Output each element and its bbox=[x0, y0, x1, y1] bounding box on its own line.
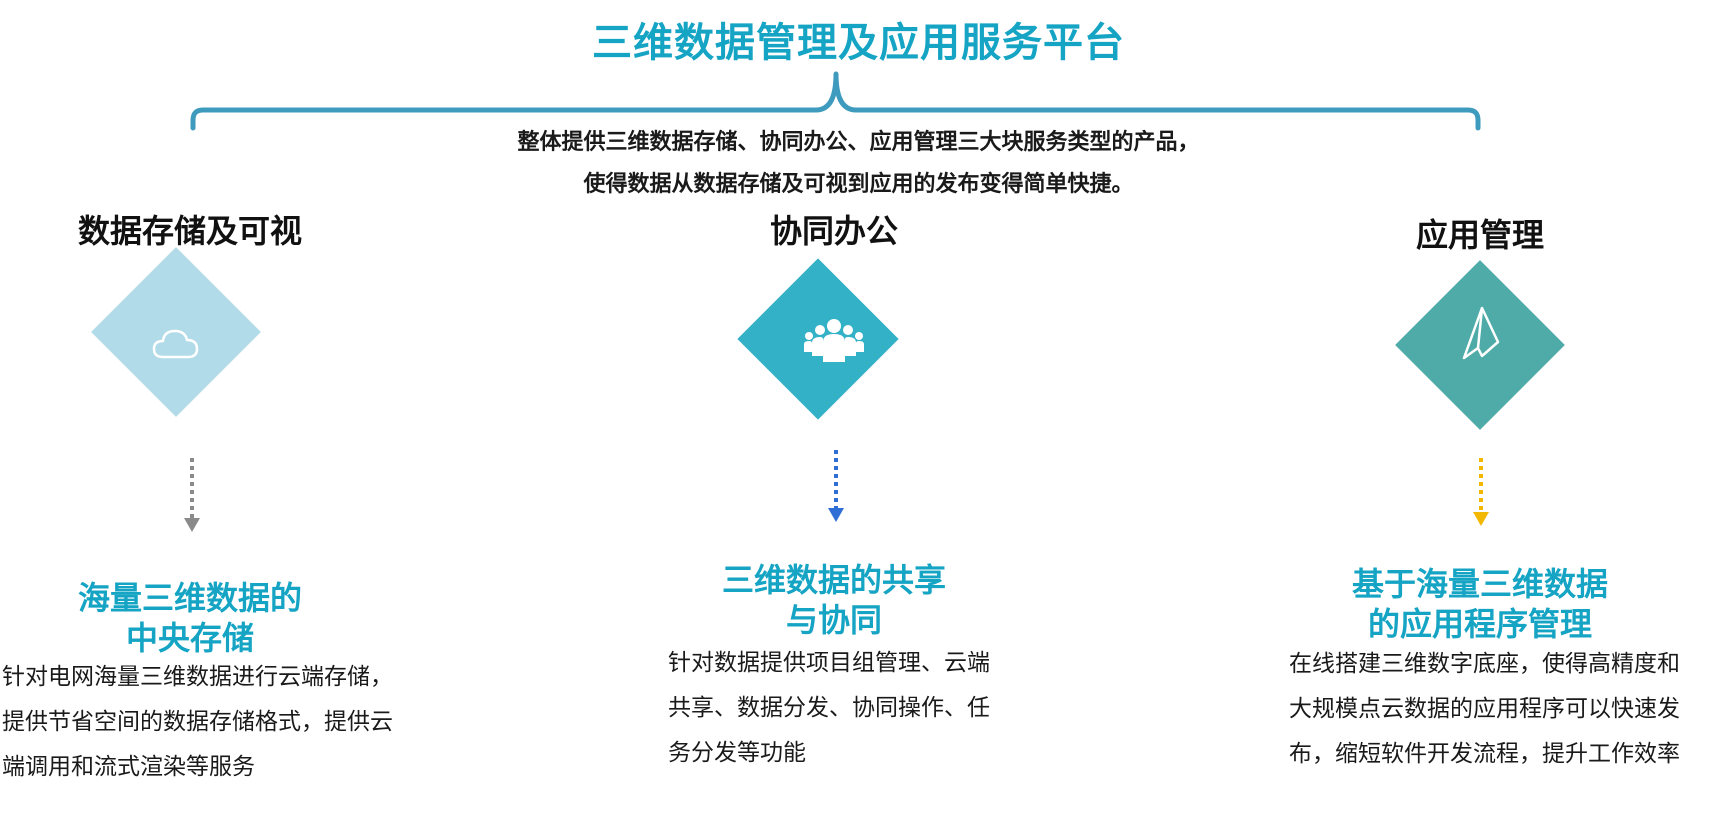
description-line: 共享、数据分发、协同操作、任 bbox=[668, 695, 990, 721]
feature-title-app-management-line1: 基于海量三维数据 bbox=[1351, 565, 1608, 603]
arrow-down-storage bbox=[184, 458, 200, 532]
description-line: 针对数据提供项目组管理、云端 bbox=[668, 650, 990, 676]
cloud-icon bbox=[146, 322, 206, 366]
description-line: 提供节省空间的数据存储格式，提供云 bbox=[2, 709, 393, 735]
feature-title-storage-line1: 海量三维数据的 bbox=[77, 579, 302, 617]
intro-line-2: 使得数据从数据存储及可视到应用的发布变得简单快捷。 bbox=[583, 172, 1134, 197]
description-line: 针对电网海量三维数据进行云端存储， bbox=[2, 664, 393, 690]
description-line: 在线搭建三维数字底座，使得高精度和 bbox=[1289, 651, 1680, 677]
description-line: 大规模点云数据的应用程序可以快速发 bbox=[1289, 696, 1680, 722]
arrow-down-collaboration bbox=[828, 450, 844, 522]
column-title-collaboration: 协同办公 bbox=[769, 212, 898, 250]
column-title-app-management: 应用管理 bbox=[1415, 216, 1544, 254]
arrow-down-app-management bbox=[1473, 458, 1489, 526]
description-line: 端调用和流式渲染等服务 bbox=[2, 754, 255, 780]
description-storage: 针对电网海量三维数据进行云端存储， 提供节省空间的数据存储格式，提供云 端调用和… bbox=[2, 655, 442, 790]
feature-title-collaboration-line2: 与协同 bbox=[785, 601, 882, 639]
description-line: 布，缩短软件开发流程，提升工作效率 bbox=[1289, 741, 1680, 767]
feature-title-collaboration-line1: 三维数据的共享 bbox=[721, 561, 946, 599]
column-title-storage: 数据存储及可视 bbox=[77, 212, 302, 250]
intro-line-1: 整体提供三维数据存储、协同办公、应用管理三大块服务类型的产品， bbox=[517, 130, 1200, 155]
description-collaboration: 针对数据提供项目组管理、云端 共享、数据分发、协同操作、任 务分发等功能 bbox=[668, 641, 1068, 776]
page-title: 三维数据管理及应用服务平台 bbox=[592, 20, 1125, 66]
team-icon bbox=[802, 315, 866, 365]
feature-title-app-management-line2: 的应用程序管理 bbox=[1367, 605, 1592, 643]
description-line: 务分发等功能 bbox=[668, 740, 806, 766]
description-app-management: 在线搭建三维数字底座，使得高精度和 大规模点云数据的应用程序可以快速发 布，缩短… bbox=[1289, 642, 1717, 777]
paper-plane-icon bbox=[1455, 305, 1505, 361]
feature-title-storage-line2: 中央存储 bbox=[125, 619, 254, 657]
brace-connector bbox=[190, 71, 1481, 131]
